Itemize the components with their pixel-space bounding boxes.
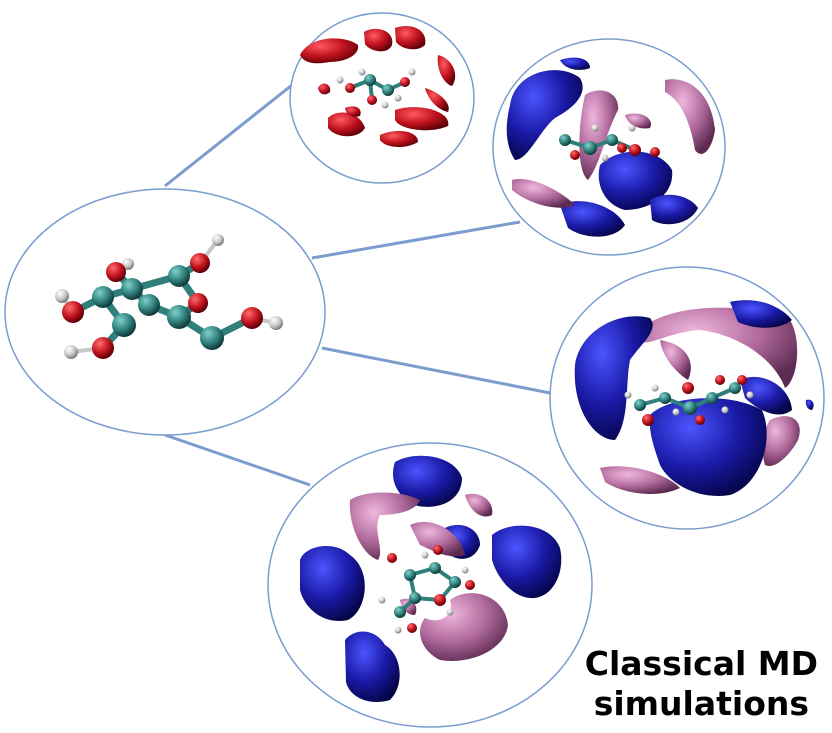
oxygen-atom <box>188 293 208 313</box>
central-molecule-bubble <box>4 188 326 436</box>
hydrogen-atom <box>212 234 224 246</box>
connector-line-top <box>164 83 293 188</box>
red-density-panel <box>289 12 475 184</box>
panel2-molecule <box>624 375 754 426</box>
pink-isosurfaces <box>349 492 508 661</box>
blue-pink-density-panel-2 <box>549 266 825 530</box>
carbon-atom <box>112 313 136 337</box>
caption-line-2: simulations <box>593 684 810 723</box>
carbon-atom <box>138 294 160 316</box>
caption-line-1: Classical MD <box>584 644 818 683</box>
connector-lines <box>164 83 551 487</box>
connector-line-upper-right <box>311 220 521 260</box>
pink-isosurfaces <box>600 307 800 494</box>
hydrogen-atom <box>64 345 78 359</box>
blue-pink-density-panel-1 <box>492 38 726 256</box>
oxygen-atom <box>190 253 210 273</box>
oxygen-atom <box>62 301 84 323</box>
carbon-atom <box>167 305 191 329</box>
blue-isosurfaces <box>506 57 698 237</box>
glucose-molecule <box>55 234 283 359</box>
molecule-atoms <box>55 234 283 359</box>
blue-isosurfaces <box>300 455 562 702</box>
carbon-atom <box>168 265 190 287</box>
carbon-atom <box>92 286 114 308</box>
red-isosurfaces <box>300 25 456 148</box>
carbon-atom <box>200 326 224 350</box>
panel3-molecule <box>378 545 475 634</box>
connector-line-lower-right <box>321 346 551 395</box>
connector-line-bottom <box>164 433 311 487</box>
caption: Classical MD simulations <box>585 644 818 724</box>
blue-pink-density-panel-3 <box>267 442 593 728</box>
hydrogen-atom <box>269 316 283 330</box>
hydrogen-atom <box>55 289 69 303</box>
carbon-atom <box>121 278 143 300</box>
hydrogen-atom <box>122 258 134 270</box>
pink-isosurfaces <box>512 79 715 208</box>
blue-isosurfaces <box>574 300 814 496</box>
red-panel-molecule <box>336 68 416 109</box>
oxygen-atom <box>106 262 126 282</box>
oxygen-atom <box>92 337 114 359</box>
oxygen-atom <box>241 307 263 329</box>
panel1-molecule <box>559 124 660 162</box>
